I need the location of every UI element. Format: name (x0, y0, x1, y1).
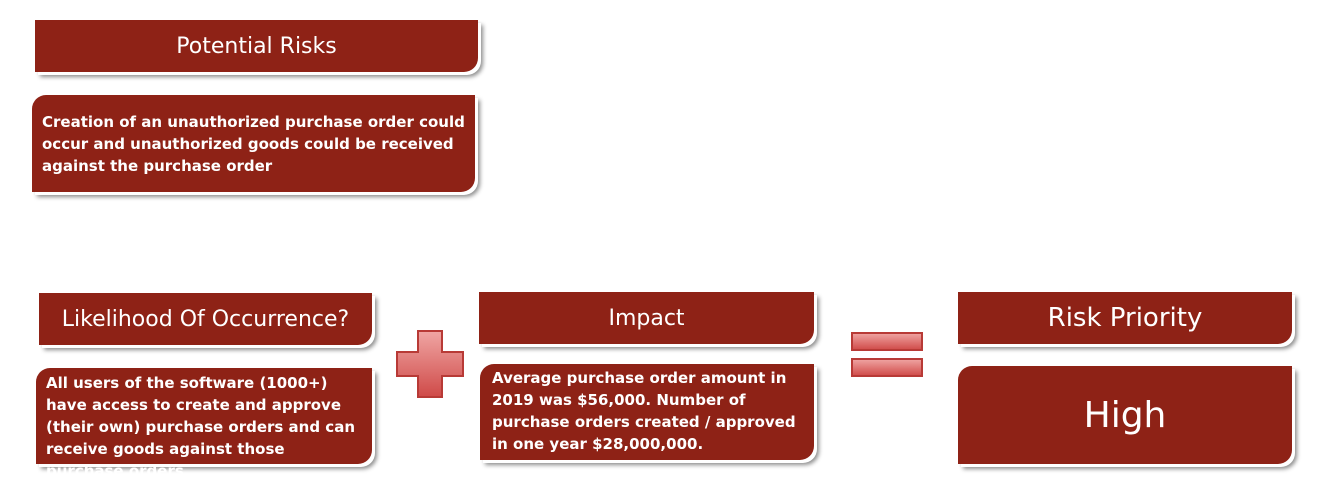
impact-header: Impact (479, 292, 814, 344)
potential-risks-title: Potential Risks (176, 33, 337, 59)
equals-icon (851, 332, 923, 377)
impact-title: Impact (608, 305, 685, 331)
risk-priority-value: High (1083, 394, 1167, 436)
likelihood-header: Likelihood Of Occurrence? (39, 293, 372, 345)
potential-risks-description: Creation of an unauthorized purchase ord… (42, 113, 465, 175)
potential-risks-header: Potential Risks (35, 20, 478, 72)
potential-risks-box: Creation of an unauthorized purchase ord… (32, 95, 475, 192)
likelihood-description: All users of the software (1000+) have a… (46, 374, 356, 480)
plus-icon (396, 330, 464, 398)
risk-priority-header: Risk Priority (958, 292, 1292, 344)
likelihood-box: All users of the software (1000+) have a… (36, 368, 372, 480)
likelihood-title: Likelihood Of Occurrence? (61, 306, 350, 332)
risk-priority-box: High (958, 366, 1292, 464)
risk-priority-title: Risk Priority (1047, 303, 1203, 333)
impact-description: Average purchase order amount in 2019 wa… (492, 369, 796, 453)
impact-box: Average purchase order amount in 2019 wa… (480, 364, 814, 460)
